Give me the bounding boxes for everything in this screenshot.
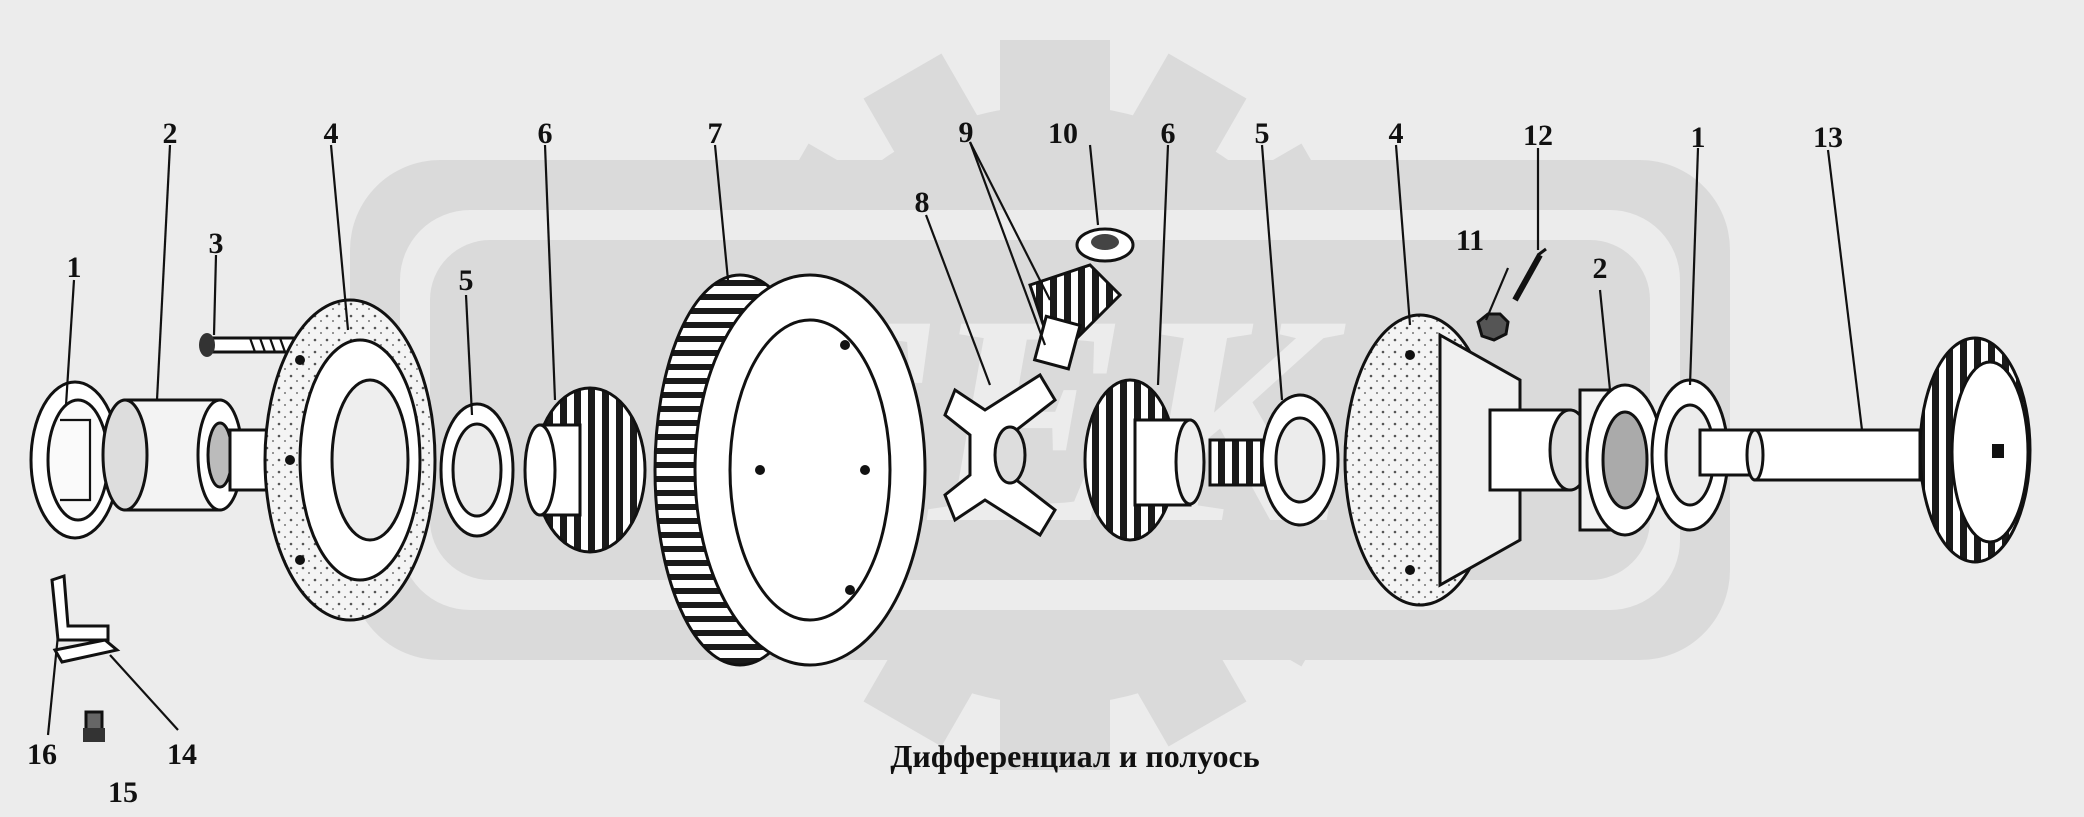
part-6-left-side-gear (523, 386, 647, 554)
part-9-satellite-gear (1028, 263, 1123, 371)
part-5-right-washer (1208, 393, 1340, 527)
callout-1-right: 1 (1691, 121, 1706, 154)
leader-lines (46, 141, 1864, 736)
callout-labels: 1 2 3 4 5 6 7 8 9 10 6 5 4 12 11 2 1 13 … (27, 116, 1843, 809)
callout-7: 7 (708, 117, 723, 150)
diagram-caption: Дифференциал и полуось (890, 738, 1259, 774)
callout-16: 16 (27, 738, 57, 771)
part-14-plate (52, 638, 121, 664)
part-5-left-washer (439, 402, 515, 538)
callout-5-left: 5 (459, 264, 474, 297)
part-2-left-bearing (101, 398, 244, 512)
callout-4-right: 4 (1389, 117, 1404, 150)
part-16-bracket (50, 573, 110, 642)
part-7-crown-gear (653, 273, 927, 667)
part-3-bolt (199, 333, 298, 357)
callout-6-left: 6 (538, 117, 553, 150)
part-1-right-ring (1650, 378, 1757, 532)
part-15-screw (83, 710, 105, 742)
callout-3: 3 (209, 227, 224, 260)
part-6-right-side-gear (1083, 378, 1206, 542)
callout-8: 8 (915, 186, 930, 219)
part-8-cross (943, 372, 1057, 538)
callout-6-right: 6 (1161, 117, 1176, 150)
part-12-pin (1512, 247, 1547, 302)
part-11-nut (1476, 312, 1510, 342)
callout-5-right: 5 (1255, 117, 1270, 150)
callout-13: 13 (1813, 121, 1843, 154)
callout-4-left: 4 (324, 117, 339, 150)
part-2-right-bearing (1578, 383, 1665, 537)
part-13-half-shaft (1745, 336, 2032, 564)
callout-2-left: 2 (163, 117, 178, 150)
part-10-satellite-washer (1075, 227, 1135, 263)
callout-2-right: 2 (1593, 252, 1608, 285)
callout-1-left: 1 (67, 251, 82, 284)
part-4-left-housing (228, 298, 437, 622)
callout-14: 14 (167, 738, 197, 771)
callout-12: 12 (1523, 119, 1553, 152)
part-1-left-ring (29, 380, 121, 540)
callout-15: 15 (108, 776, 138, 809)
callout-11: 11 (1456, 224, 1484, 257)
callout-9: 9 (959, 116, 974, 149)
callout-10: 10 (1048, 117, 1078, 150)
